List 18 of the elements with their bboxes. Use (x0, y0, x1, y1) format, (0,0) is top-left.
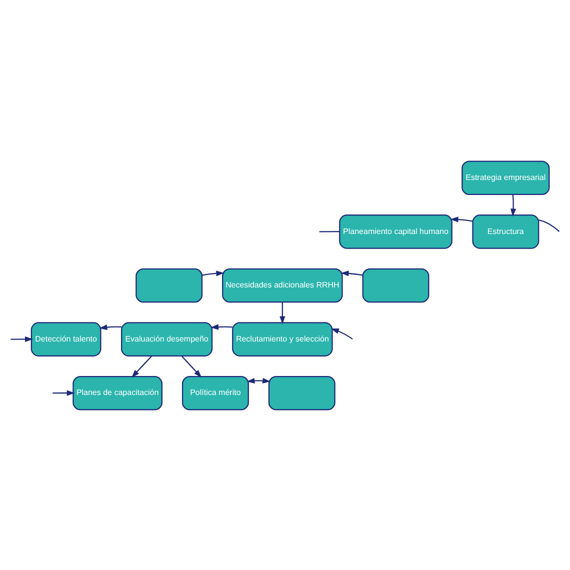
connector (319, 230, 340, 232)
arrow (10, 336, 33, 342)
node-box (136, 268, 203, 302)
connector (538, 218, 560, 232)
arrow (132, 355, 152, 378)
arrow (52, 390, 75, 396)
arrow (330, 328, 353, 340)
arrow (210, 324, 233, 330)
arrow (450, 216, 473, 222)
arrow (246, 377, 271, 384)
arrow (99, 324, 122, 330)
node-box (362, 268, 430, 302)
node-box (268, 375, 336, 410)
arrow (280, 302, 286, 324)
arrow (181, 355, 202, 378)
arrow (340, 270, 363, 276)
arrow (510, 194, 516, 216)
arrow (202, 270, 224, 276)
